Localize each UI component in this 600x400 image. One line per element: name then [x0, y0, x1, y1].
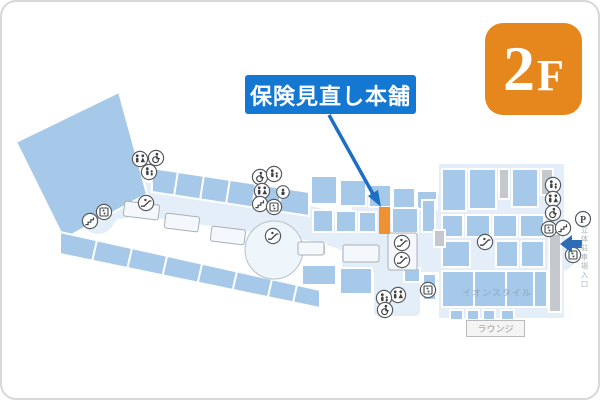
store-block [339, 267, 373, 295]
elevator-icon [95, 203, 113, 221]
store-block [482, 309, 496, 321]
store-block [301, 264, 337, 286]
parking-entrance-label: 立体駐車場入口 [580, 226, 589, 289]
wheelchair-icon [544, 204, 562, 222]
aeon-style-block [441, 270, 548, 308]
baby-icon [265, 165, 283, 183]
callout-arrow [327, 114, 381, 207]
wheelchair-icon [147, 149, 165, 167]
store-block [466, 309, 480, 321]
store-block [392, 187, 416, 209]
elevator-icon [540, 220, 558, 238]
store-strip-band [59, 230, 321, 310]
utility-block [433, 229, 446, 248]
stairs-icon [81, 212, 99, 230]
store-block [468, 168, 497, 210]
kiosk [342, 244, 380, 263]
store-callout[interactable]: 保険見直し本舗 [245, 75, 416, 114]
store-block [310, 175, 338, 205]
store-block [391, 207, 419, 234]
baby-icon [140, 163, 158, 181]
escalator-icon [393, 251, 411, 269]
escalator-icon [393, 234, 411, 252]
store-block [519, 214, 545, 238]
toilet-icon [131, 150, 149, 168]
store-block [492, 214, 518, 238]
store-block [495, 240, 519, 268]
entry-arrow-icon [560, 235, 582, 253]
toilet-icon [544, 190, 562, 208]
store-block [335, 210, 357, 233]
floor-badge[interactable]: 2F [485, 23, 582, 115]
service-icon [276, 185, 290, 199]
lounge-label: ラウンジ [466, 320, 525, 337]
baby-icon [544, 176, 562, 194]
stairs-icon [251, 195, 269, 213]
store-block [421, 199, 436, 233]
kiosk [163, 212, 200, 233]
store-block [312, 209, 334, 233]
store-dividers [91, 239, 298, 308]
escalator-icon [476, 233, 494, 251]
escalator-icon [264, 227, 282, 245]
store-block [358, 211, 377, 233]
store-dividers [473, 272, 535, 306]
svg-text:P: P [580, 215, 586, 226]
parking-icon: P [574, 210, 592, 228]
floor-letter: F [537, 51, 564, 100]
kiosk [209, 225, 246, 246]
utility-block [498, 168, 510, 200]
toilet-icon [389, 286, 407, 304]
store-dividers [173, 170, 283, 213]
store-blocks [14, 90, 548, 321]
store-block [520, 240, 545, 268]
stairs-icon [554, 219, 572, 237]
store-block [465, 214, 491, 238]
store-block [449, 309, 464, 321]
store-block [339, 179, 367, 207]
kiosk [297, 241, 325, 256]
highlighted-store[interactable] [379, 207, 390, 234]
store-block [441, 168, 467, 212]
store-block [441, 240, 471, 268]
aeon-style-label: イオンスタイル [462, 289, 532, 299]
store-block [441, 214, 464, 238]
elevator-icon [265, 198, 283, 216]
utility-block [548, 233, 562, 313]
escalator-icon [137, 194, 155, 212]
store-block [511, 168, 539, 208]
floor-number: 2 [503, 33, 536, 104]
elevator-icon [419, 281, 437, 299]
wheelchair-icon [251, 168, 269, 186]
wheelchair-icon [376, 301, 394, 319]
store-block [500, 309, 515, 321]
